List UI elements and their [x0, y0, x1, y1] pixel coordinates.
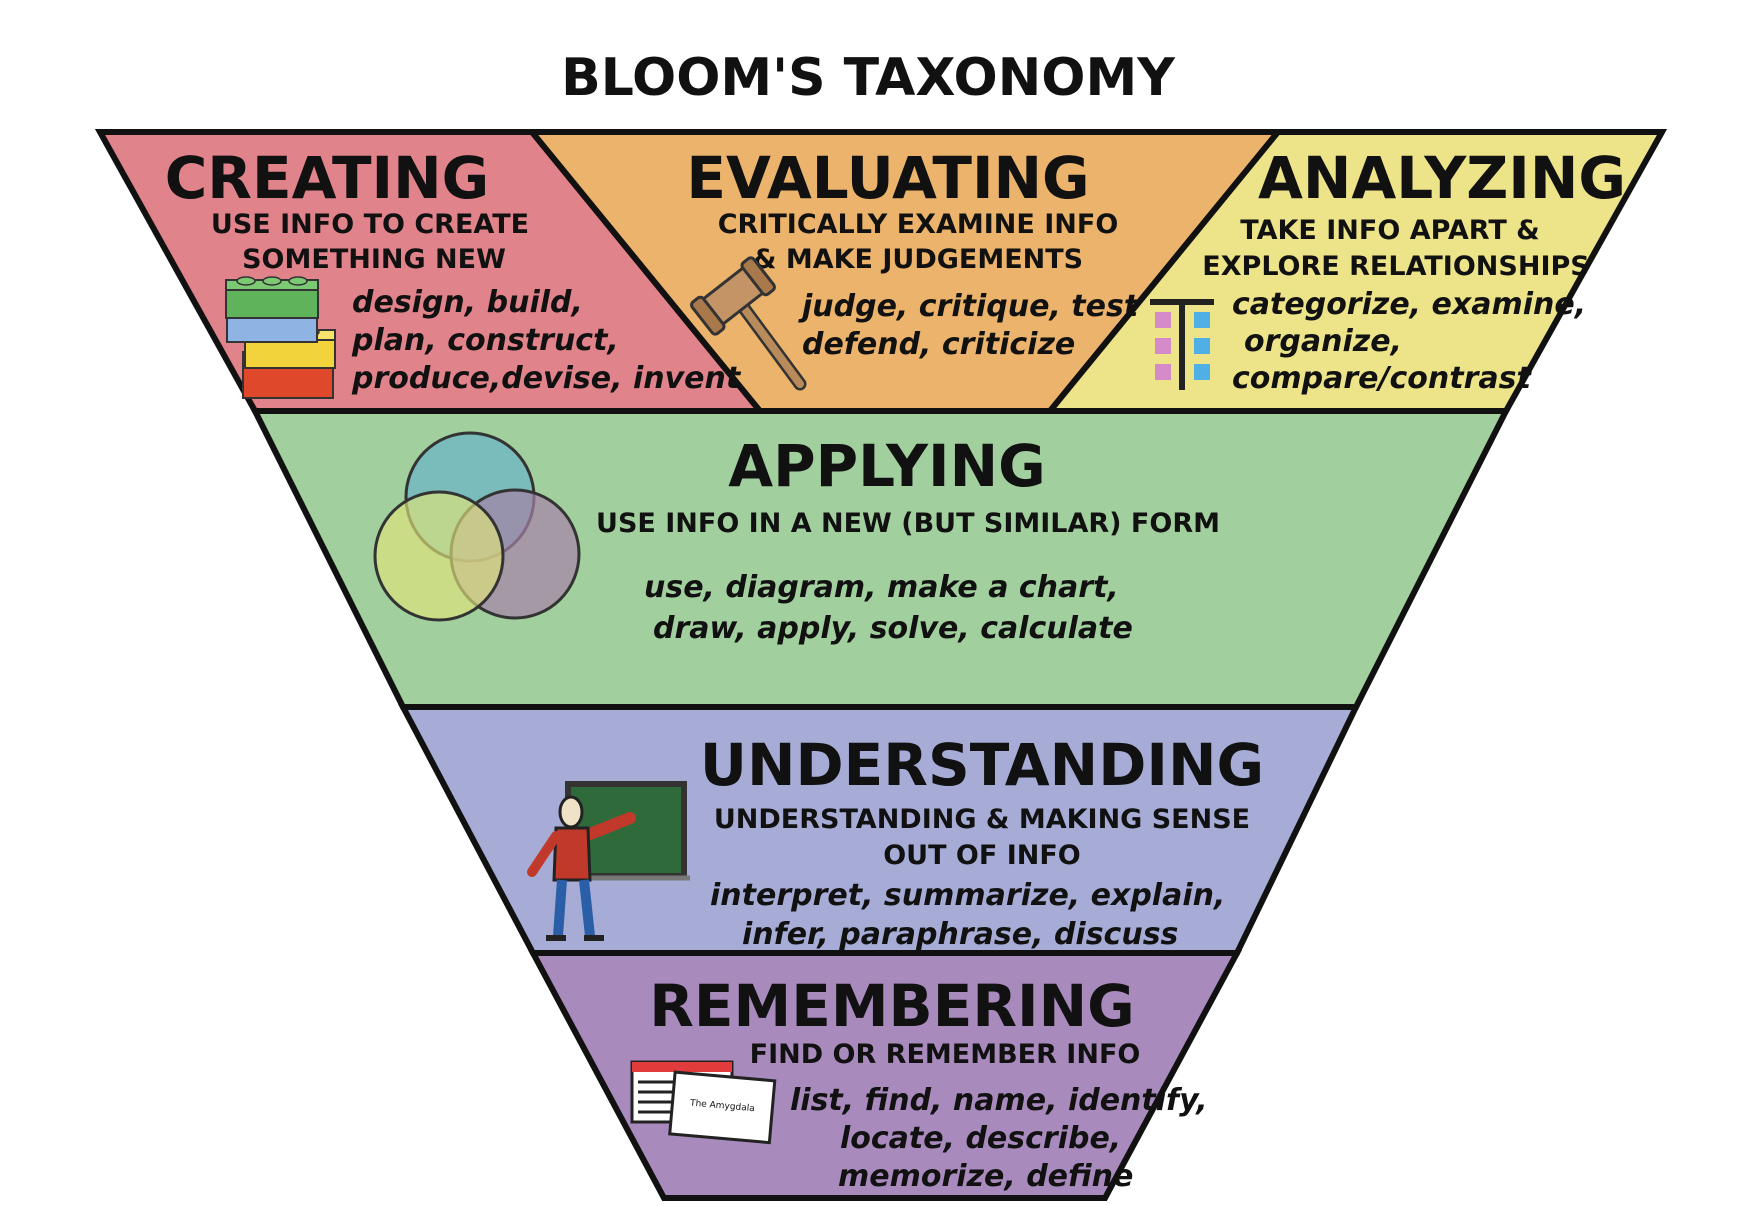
analyzing-verbs-line-2: organize, [1244, 324, 1402, 359]
evaluating-verbs-line-1: judge, critique, test [798, 289, 1140, 324]
creating-description-line-1: USE INFO TO CREATE [211, 209, 529, 240]
evaluating-verbs-line-2: defend, criticize [802, 327, 1075, 362]
applying-verbs-line-2: draw, apply, solve, calculate [653, 611, 1133, 646]
remembering-verbs-line-3: memorize, define [838, 1159, 1133, 1194]
evaluating-description-line-2: & MAKE JUDGEMENTS [753, 244, 1083, 275]
remembering-description: FIND OR REMEMBER INFO [750, 1039, 1141, 1070]
creating-verbs-line-1: design, build, [352, 285, 583, 320]
flashcards-icon: The Amygdala [630, 1060, 777, 1145]
understanding-verbs-line-1: interpret, summarize, explain, [710, 878, 1225, 913]
analyzing-heading: ANALYZING [1258, 144, 1626, 212]
remembering-heading: REMEMBERING [649, 972, 1135, 1040]
creating-heading: CREATING [165, 144, 490, 212]
remembering-verbs-line-1: list, find, name, identify, [790, 1083, 1208, 1118]
creating-description-line-2: SOMETHING NEW [242, 244, 506, 275]
analyzing-description-line-2: EXPLORE RELATIONSHIPS [1202, 251, 1589, 282]
applying-verbs-line-1: use, diagram, make a chart, [644, 570, 1119, 605]
venn-diagram-icon [373, 431, 581, 622]
understanding-heading: UNDERSTANDING [700, 731, 1264, 799]
analyzing-verbs-line-1: categorize, examine, [1232, 287, 1586, 322]
applying-heading: APPLYING [728, 432, 1046, 500]
understanding-verbs-line-2: infer, paraphrase, discuss [742, 917, 1178, 952]
understanding-description-line-2: OUT OF INFO [883, 840, 1081, 871]
evaluating-heading: EVALUATING [686, 144, 1089, 212]
teacher-chalkboard-icon [527, 781, 690, 941]
creating-verbs-line-3: produce,devise, invent [351, 361, 742, 396]
analyzing-description-line-1: TAKE INFO APART & [1240, 215, 1539, 246]
lego-bricks-icon [225, 276, 336, 399]
applying-description: USE INFO IN A NEW (BUT SIMILAR) FORM [596, 508, 1220, 539]
evaluating-description-line-1: CRITICALLY EXAMINE INFO [718, 209, 1119, 240]
t-chart-icon [1150, 299, 1214, 390]
analyzing-verbs-line-3: compare/contrast [1232, 361, 1532, 396]
page-title: BLOOM'S TAXONOMY [561, 48, 1176, 108]
understanding-description-line-1: UNDERSTANDING & MAKING SENSE [714, 804, 1250, 835]
creating-verbs-line-2: plan, construct, [351, 323, 619, 358]
remembering-verbs-line-2: locate, describe, [840, 1121, 1121, 1156]
gavel-icon [690, 256, 807, 391]
